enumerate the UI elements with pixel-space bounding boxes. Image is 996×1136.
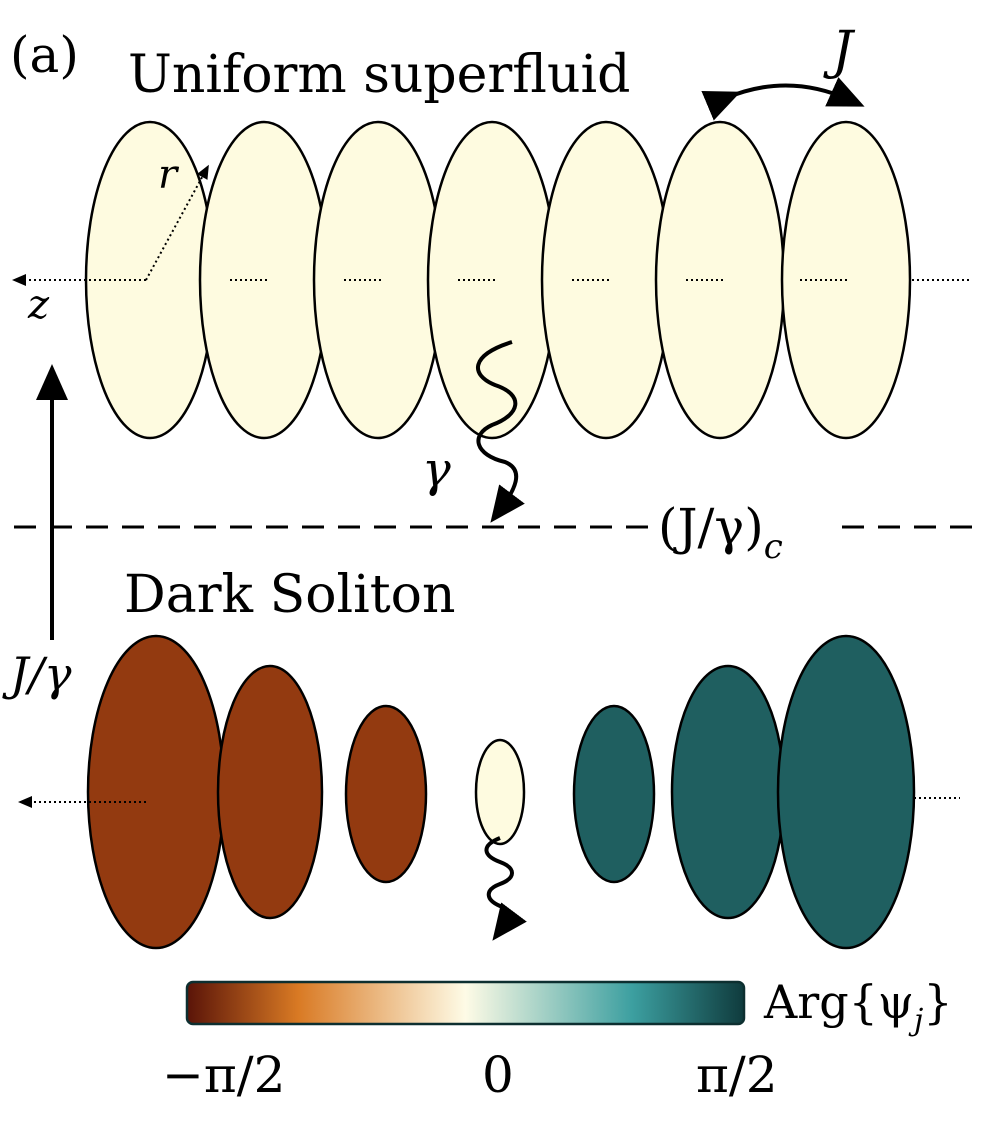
site-disk [198,120,330,440]
site-disk-negative [344,704,428,884]
site-disk [426,120,558,440]
transition-label: (J/γ)c [658,498,783,567]
hopping-arrow [701,77,865,121]
loss-label: γ [422,442,451,498]
loss-arrow-bottom [484,836,527,941]
dark-soliton-title: Dark Soliton [124,565,455,625]
site-disk [654,120,786,440]
colorbar-tick-zero: 0 [482,1046,514,1104]
control-parameter-label: J/γ [2,647,72,701]
site-disk-positive [670,664,786,920]
phase-colorbar [185,980,746,1026]
r-axis-arrow [145,164,209,281]
z-axis-label: z [27,282,50,328]
colorbar-tick-max: π/2 [696,1046,778,1104]
colorbar-tick-min: −π/2 [162,1046,285,1104]
uniform-superfluid-title: Uniform superfluid [128,45,630,105]
site-disk-positive [776,634,916,950]
uniform-chain [84,120,912,440]
site-disk-positive [572,704,656,884]
hopping-label: J [823,21,856,81]
r-axis-label: r [158,152,180,198]
site-disk [312,120,444,440]
colorbar-label: Arg{ψj} [763,975,953,1038]
site-disk-negative [86,634,226,950]
site-disk [540,120,672,440]
soliton-chain [86,634,916,950]
loss-arrow-top [476,340,525,523]
site-disk-negative [216,664,324,920]
site-disk-zero [474,738,526,846]
panel-label: (a) [10,26,79,84]
